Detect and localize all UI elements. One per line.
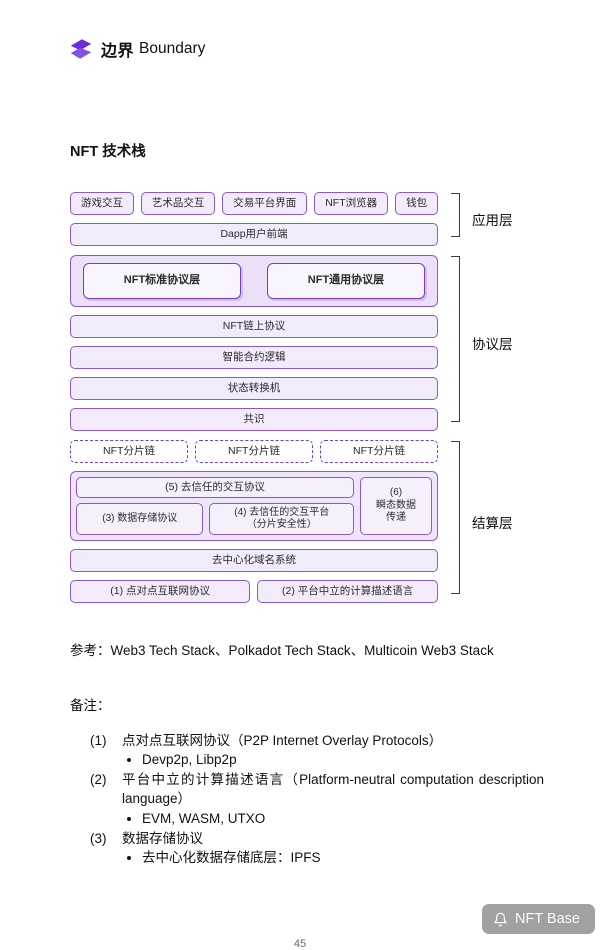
- box-wallet: 钱包: [395, 192, 439, 215]
- box-transient-data-passing: (6) 瞬态数据 传递: [360, 477, 432, 535]
- note-item-2: (2) 平台中立的计算描述语言（Platform-neutral computa…: [90, 770, 544, 827]
- settlement-cluster-left: (5) 去信任的交互协议 (3) 数据存储协议 (4) 去信任的交互平台 （分片…: [76, 477, 354, 535]
- bell-icon: [493, 912, 508, 927]
- box-platform-neutral-language: (2) 平台中立的计算描述语言: [257, 580, 438, 603]
- box-nft-browser: NFT浏览器: [314, 192, 389, 215]
- settlement-bottom-row: (1) 点对点互联网协议 (2) 平台中立的计算描述语言: [70, 580, 438, 603]
- reference-line: 参考：Web3 Tech Stack、Polkadot Tech Stack、M…: [70, 643, 494, 658]
- watermark-text: NFT Base: [514, 911, 580, 927]
- note-text: 平台中立的计算描述语言（Platform-neutral computation…: [122, 772, 544, 807]
- protocol-layer-bracket: [451, 256, 460, 422]
- note-body: 数据存储协议 去中心化数据存储底层：IPFS: [122, 829, 544, 867]
- note-bullets: 去中心化数据存储底层：IPFS: [142, 848, 544, 867]
- note-text: 数据存储协议: [122, 830, 203, 846]
- notes-list: (1) 点对点互联网协议（P2P Internet Overlay Protoc…: [90, 731, 544, 868]
- settlement-layer-label: 结算层: [472, 515, 513, 531]
- page-number: 45: [293, 938, 307, 950]
- settlement-layer-section: NFT分片链 NFT分片链 NFT分片链 (5) 去信任的交互协议 (3) 数据…: [70, 440, 513, 603]
- protocol-layer-label: 协议层: [472, 337, 513, 352]
- box-nft-onchain-protocol: NFT链上协议: [70, 315, 438, 338]
- box-decentralized-dns: 去中心化域名系统: [70, 549, 438, 572]
- box-state-machine: 状态转换机: [70, 377, 438, 400]
- logo-text-cn: 边界: [101, 42, 135, 60]
- application-layer-bracket: [451, 193, 460, 237]
- box-art-interaction: 艺术品交互: [140, 192, 216, 215]
- box-trustless-interaction-protocol: (5) 去信任的交互协议: [76, 477, 354, 498]
- note-bullets: EVM, WASM, UTXO: [142, 809, 544, 828]
- note-bullet: Devp2p, Libp2p: [142, 750, 544, 769]
- notes-heading: 备注：: [70, 698, 111, 713]
- settlement-cluster-container: (5) 去信任的交互协议 (3) 数据存储协议 (4) 去信任的交互平台 （分片…: [70, 471, 438, 541]
- logo-text-en: Boundary: [139, 39, 206, 57]
- box-consensus: 共识: [70, 408, 438, 431]
- header: 边界 Boundary: [68, 36, 205, 61]
- note-body: 平台中立的计算描述语言（Platform-neutral computation…: [122, 770, 544, 827]
- application-layer-section: 游戏交互 艺术品交互 交易平台界面 NFT浏览器 钱包 Dapp用户前端 应用层: [70, 192, 513, 246]
- note-item-1: (1) 点对点互联网协议（P2P Internet Overlay Protoc…: [90, 731, 544, 769]
- box-smart-contract-logic: 智能合约逻辑: [70, 346, 438, 369]
- protocol-top-container: NFT标准协议层 NFT通用协议层: [70, 255, 438, 307]
- shard-chain-row: NFT分片链 NFT分片链 NFT分片链: [70, 440, 438, 463]
- note-number: (2): [90, 772, 107, 788]
- box-data-storage-protocol: (3) 数据存储协议: [76, 503, 204, 535]
- settlement-layer-bracket: [451, 441, 460, 594]
- note-body: 点对点互联网协议（P2P Internet Overlay Protocols）…: [122, 731, 544, 769]
- nft-stack-diagram: 游戏交互 艺术品交互 交易平台界面 NFT浏览器 钱包 Dapp用户前端 应用层…: [70, 192, 513, 612]
- application-layer-label: 应用层: [472, 213, 513, 228]
- application-row: 游戏交互 艺术品交互 交易平台界面 NFT浏览器 钱包: [70, 192, 439, 215]
- box-trading-platform-ui: 交易平台界面: [222, 192, 308, 215]
- box-dapp-frontend: Dapp用户前端: [70, 223, 438, 246]
- note-bullet: 去中心化数据存储底层：IPFS: [142, 848, 544, 867]
- box-nft-shard-chain-3: NFT分片链: [320, 440, 438, 463]
- box-trustless-interaction-platform: (4) 去信任的交互平台 （分片安全性）: [209, 503, 354, 535]
- note-bullets: Devp2p, Libp2p: [142, 750, 544, 769]
- note-item-3: (3) 数据存储协议 去中心化数据存储底层：IPFS: [90, 829, 544, 867]
- page-title: NFT 技术栈: [70, 144, 146, 160]
- note-bullet: EVM, WASM, UTXO: [142, 809, 544, 828]
- note-number: (3): [90, 830, 107, 846]
- box-nft-general-protocol: NFT通用协议层: [267, 263, 425, 299]
- box-nft-shard-chain-2: NFT分片链: [195, 440, 313, 463]
- box-p2p-internet-protocol: (1) 点对点互联网协议: [70, 580, 251, 603]
- settlement-cluster-row: (3) 数据存储协议 (4) 去信任的交互平台 （分片安全性）: [76, 503, 354, 535]
- note-number: (1): [90, 733, 107, 748]
- nft-base-watermark: NFT Base: [481, 904, 595, 934]
- box-nft-standard-protocol: NFT标准协议层: [83, 263, 241, 299]
- protocol-layer-section: NFT标准协议层 NFT通用协议层 NFT链上协议 智能合约逻辑 状态转换机 共…: [70, 255, 513, 431]
- boundary-logo-icon: [68, 36, 94, 61]
- box-game-interaction: 游戏交互: [70, 192, 134, 215]
- box-nft-shard-chain-1: NFT分片链: [70, 440, 188, 463]
- note-text: 点对点互联网协议（P2P Internet Overlay Protocols）: [122, 733, 443, 748]
